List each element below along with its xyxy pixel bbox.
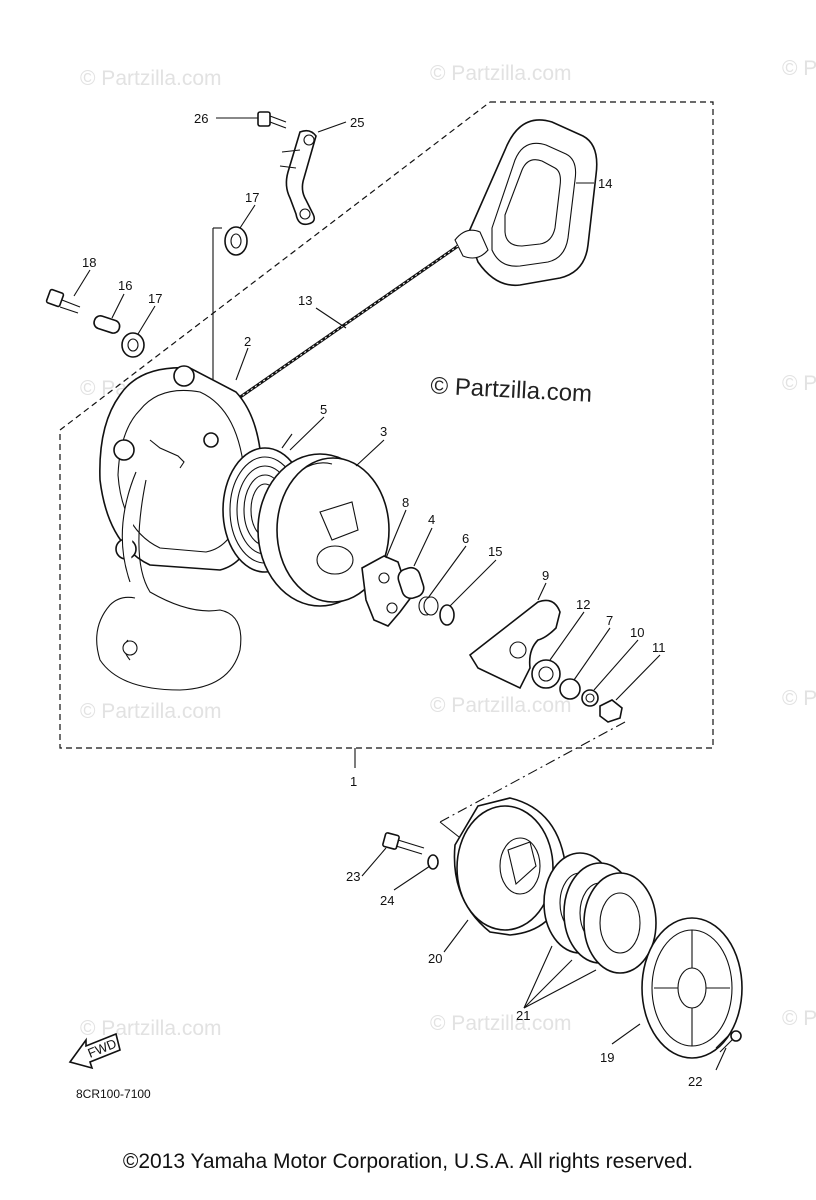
callout-13: 13 [298, 293, 312, 308]
callout-12: 12 [576, 597, 590, 612]
callout-25: 25 [350, 115, 364, 130]
leader-lines [73, 117, 727, 1071]
part-bolt-26 [257, 111, 287, 129]
part-bolt-23 [382, 832, 425, 855]
callout-labels: 1 2 3 4 5 6 7 8 9 10 11 12 13 14 15 16 1… [82, 111, 702, 1089]
callout-2: 2 [244, 334, 251, 349]
part-screw-22 [715, 1030, 742, 1053]
copyright-notice: ©2013 Yamaha Motor Corporation, U.S.A. A… [122, 1150, 694, 1173]
part-plate-9 [468, 599, 561, 690]
watermark: © Partzilla.com [80, 67, 222, 90]
callout-26: 26 [194, 111, 208, 126]
callout-24: 24 [380, 893, 394, 908]
centerline [439, 721, 626, 823]
callout-11: 11 [652, 640, 666, 655]
callout-14: 14 [598, 176, 612, 191]
watermark: © P [782, 372, 816, 395]
part-washer-10 [581, 689, 599, 707]
rope-texture [235, 245, 459, 401]
callout-3: 3 [380, 424, 387, 439]
watermark: © P [782, 1007, 816, 1030]
callout-19: 19 [600, 1050, 614, 1065]
watermark: © P [782, 687, 816, 710]
part-sleeve-16 [93, 315, 121, 334]
part-washer-12 [531, 659, 561, 689]
callout-17-upper: 17 [245, 190, 259, 205]
part-washer-24 [427, 854, 439, 870]
watermark: © P [782, 57, 816, 80]
callout-8: 8 [402, 495, 409, 510]
watermark: © Partzilla.com [430, 62, 572, 85]
part-friction-plates [543, 852, 657, 974]
callout-17-lower: 17 [148, 291, 162, 306]
assembly-boundary [59, 101, 714, 749]
callout-15: 15 [488, 544, 502, 559]
part-handle-grip [454, 119, 598, 287]
callout-22: 22 [688, 1074, 702, 1089]
part-nut-11 [599, 699, 623, 723]
callout-6: 6 [462, 531, 469, 546]
callout-23: 23 [346, 869, 360, 884]
callout-21: 21 [516, 1008, 530, 1023]
watermark: © Partzilla.com [80, 1017, 222, 1040]
part-rope-pulley [257, 453, 390, 607]
callout-9: 9 [542, 568, 549, 583]
part-bracket-25 [279, 129, 317, 226]
callout-18: 18 [82, 255, 96, 270]
callout-5: 5 [320, 402, 327, 417]
part-roller-4 [397, 566, 425, 600]
diagram-code: 8CR100-7100 [76, 1087, 151, 1101]
callout-10: 10 [630, 625, 644, 640]
callout-1: 1 [350, 774, 357, 789]
callout-7: 7 [606, 613, 613, 628]
watermark: © Partzilla.com [430, 1012, 572, 1035]
cord-end-fitting [122, 640, 138, 656]
part-collar-15 [439, 604, 455, 626]
part-cover [641, 917, 743, 1059]
part-collar-17-lower [121, 332, 145, 358]
callout-16: 16 [118, 278, 132, 293]
part-washer-7 [559, 678, 581, 700]
watermark: © Partzilla.com [430, 694, 572, 717]
watermark: © Partzilla.com [80, 700, 222, 723]
center-watermark: © Partzilla.com [430, 372, 593, 407]
part-bolt-18 [45, 288, 81, 314]
callout-4: 4 [428, 512, 435, 527]
callout-20: 20 [428, 951, 442, 966]
part-drive-plate [453, 797, 567, 936]
part-collar-17-upper [224, 226, 248, 256]
part-spring-6 [418, 596, 439, 616]
